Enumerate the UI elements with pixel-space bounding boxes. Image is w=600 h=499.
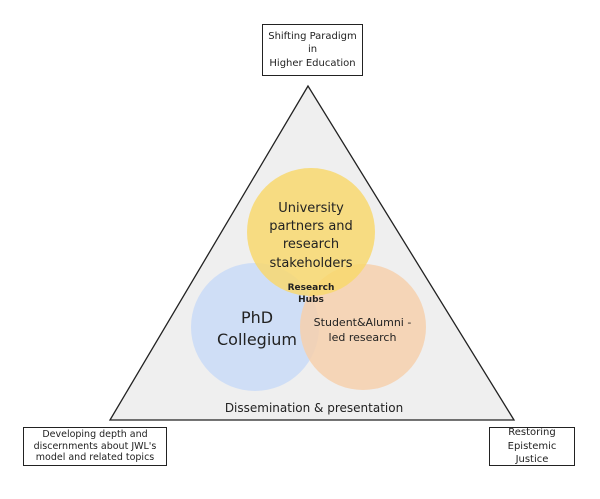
phd-collegium-circle bbox=[191, 263, 319, 391]
student-alumni-label: Student&Alumni - led research bbox=[313, 316, 412, 344]
university-partners-label: University partners and research stakeho… bbox=[269, 201, 353, 271]
dissemination-label: Dissemination & presentation bbox=[224, 401, 404, 415]
university-partners-circle bbox=[247, 168, 375, 296]
epistemic-justice-text: Restoring Epistemic Justice bbox=[507, 427, 557, 466]
shifting-paradigm-text: Shifting Paradigm in Higher Education bbox=[268, 30, 357, 69]
phd-collegium-label: PhD Collegium bbox=[216, 308, 298, 349]
student-alumni-circle bbox=[300, 264, 426, 390]
epistemic-justice-box: Restoring Epistemic Justice bbox=[489, 427, 575, 466]
research-hubs-label: Research Hubs bbox=[287, 283, 335, 306]
shifting-paradigm-box: Shifting Paradigm in Higher Education bbox=[262, 24, 363, 76]
developing-depth-text: Developing depth and discernments about … bbox=[33, 428, 157, 464]
developing-depth-box: Developing depth and discernments about … bbox=[23, 427, 167, 466]
